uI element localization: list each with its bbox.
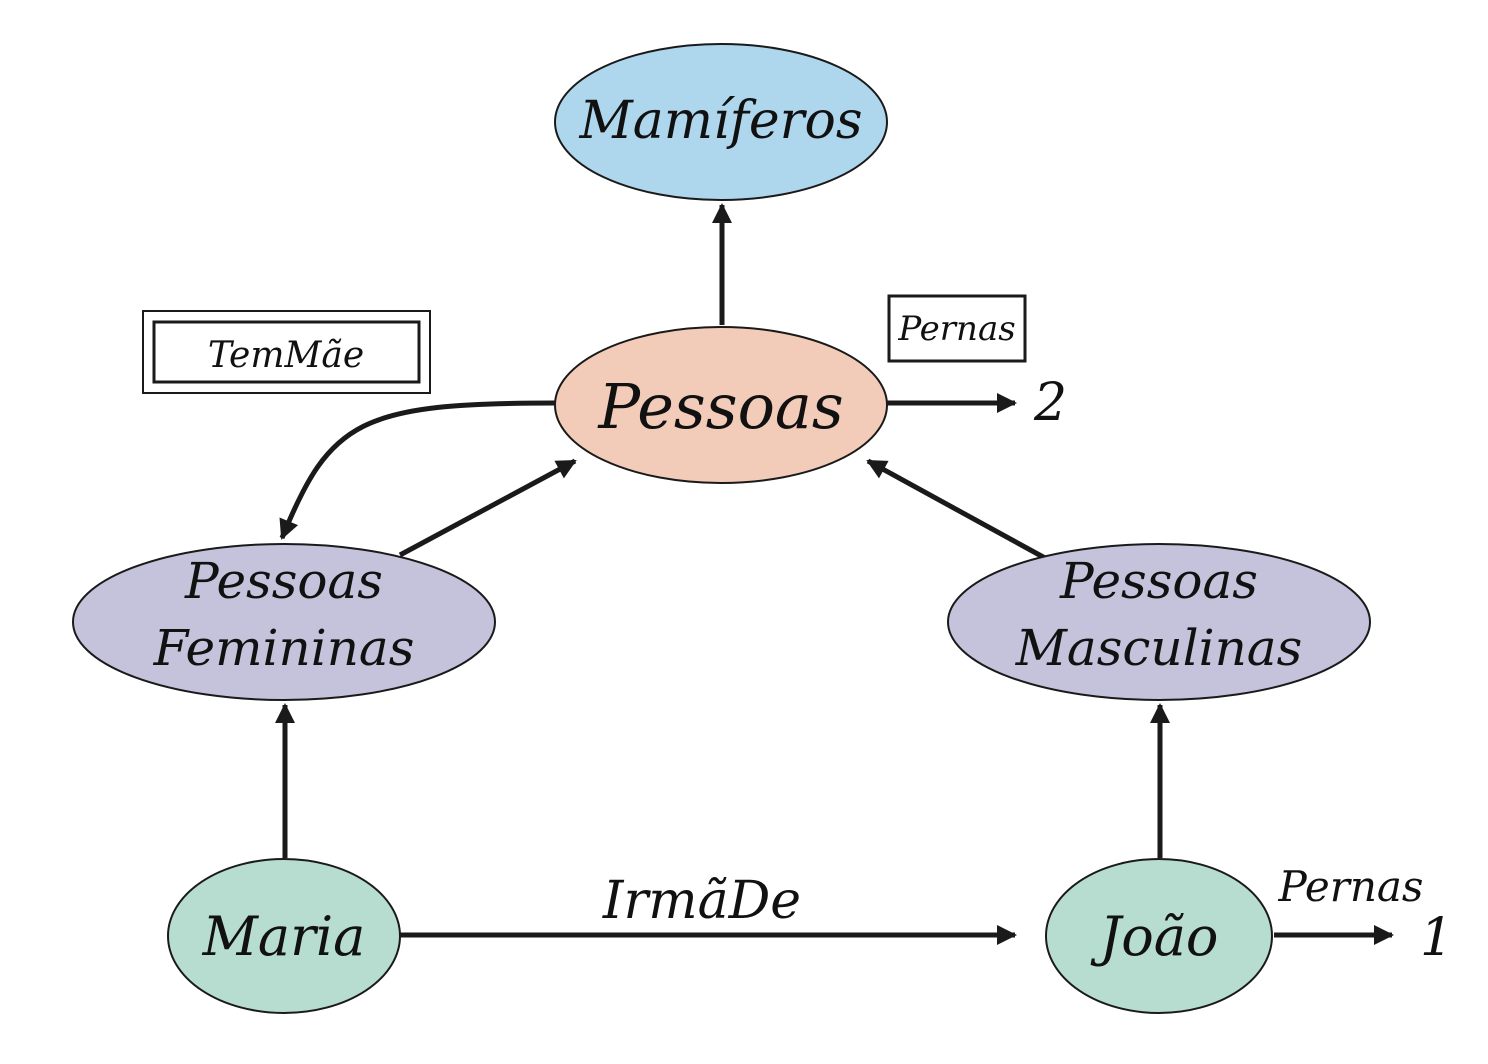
- node-pessoas: Pessoas: [554, 326, 888, 484]
- node-maria: Maria: [167, 858, 401, 1014]
- value-pessoas-pernas: 2: [1033, 373, 1067, 433]
- pernas-box-label: Pernas: [897, 309, 1015, 349]
- node-mamiferos-label: Mamíferos: [578, 91, 862, 151]
- edge-label-pernas-joao: Pernas: [1278, 862, 1424, 911]
- node-pessoas-femininas: Pessoas Femininas: [72, 543, 496, 701]
- node-femininas-label-line2: Femininas: [153, 619, 415, 677]
- node-joao-shape: [1045, 858, 1273, 1014]
- temmae-box-outer: [142, 310, 431, 394]
- temmae-box-inner: [152, 320, 421, 384]
- node-maria-label: Maria: [202, 905, 366, 968]
- node-pessoas-masculinas: Pessoas Masculinas: [947, 543, 1371, 701]
- node-maria-shape: [167, 858, 401, 1014]
- node-femininas-label-line1: Pessoas: [184, 552, 383, 610]
- pernas-box: Pernas: [887, 294, 1027, 363]
- value-joao-pernas: 1: [1420, 908, 1453, 968]
- edge-masculinas-to-pessoas: [866, 458, 1047, 561]
- temmae-label: TemMãe: [208, 335, 364, 376]
- node-mamiferos: Mamíferos: [554, 43, 888, 201]
- node-joao: João: [1045, 858, 1273, 1014]
- edge-label-irmade: IrmãDe: [602, 871, 801, 931]
- node-femininas-shape: [72, 543, 496, 701]
- pernas-box-frame: [887, 294, 1027, 363]
- node-mamiferos-shape: [554, 43, 888, 201]
- edge-femininas-to-pessoas: [398, 458, 577, 558]
- edge-temmae-pessoas-to-femininas: [279, 400, 557, 540]
- node-masculinas-label-line2: Masculinas: [1015, 619, 1303, 677]
- node-masculinas-label-line1: Pessoas: [1059, 552, 1258, 610]
- temmae-box: TemMãe: [142, 310, 431, 394]
- node-pessoas-label: Pessoas: [597, 370, 843, 443]
- node-pessoas-shape: [554, 326, 888, 484]
- node-joao-label: João: [1090, 905, 1219, 968]
- node-masculinas-shape: [947, 543, 1371, 701]
